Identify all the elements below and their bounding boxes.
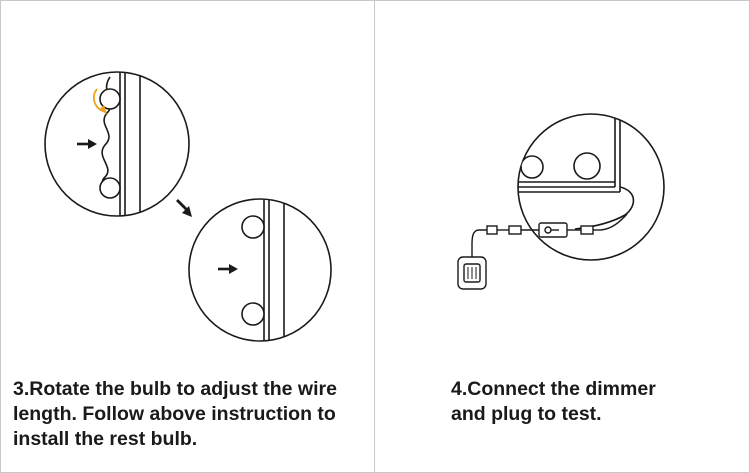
step-4-line-2: and plug to test. [451, 403, 602, 425]
diagonal-arrow-icon [176, 199, 192, 217]
step-3-panel: 3.Rotate the bulb to adjust the wire len… [0, 0, 376, 473]
step-3-caption: 3.Rotate the bulb to adjust the wire len… [13, 377, 337, 452]
step-4-panel: 4.Connect the dimmer and plug to test. [374, 0, 750, 473]
detail-circle-after [188, 198, 332, 342]
detail-circle-before [44, 71, 190, 217]
pointer-arrow-icon [77, 139, 97, 149]
dimmer-switch-icon [538, 222, 568, 238]
pointer-arrow-icon [218, 264, 238, 274]
cable-assembly [457, 213, 628, 290]
power-plug-icon [457, 256, 487, 290]
step-4-line-1: 4.Connect the dimmer [451, 378, 656, 400]
detail-circle-mirror [517, 113, 665, 261]
step-4-illustration [457, 113, 665, 290]
step-3-illustration [44, 71, 332, 342]
step-3-line-2: length. Follow above instruction to [13, 403, 336, 425]
step-3-line-3: install the rest bulb. [13, 428, 198, 450]
rotate-arrow-icon [92, 88, 107, 114]
step-3-line-1: 3.Rotate the bulb to adjust the wire [13, 378, 337, 400]
step-4-caption: 4.Connect the dimmer and plug to test. [451, 377, 656, 427]
